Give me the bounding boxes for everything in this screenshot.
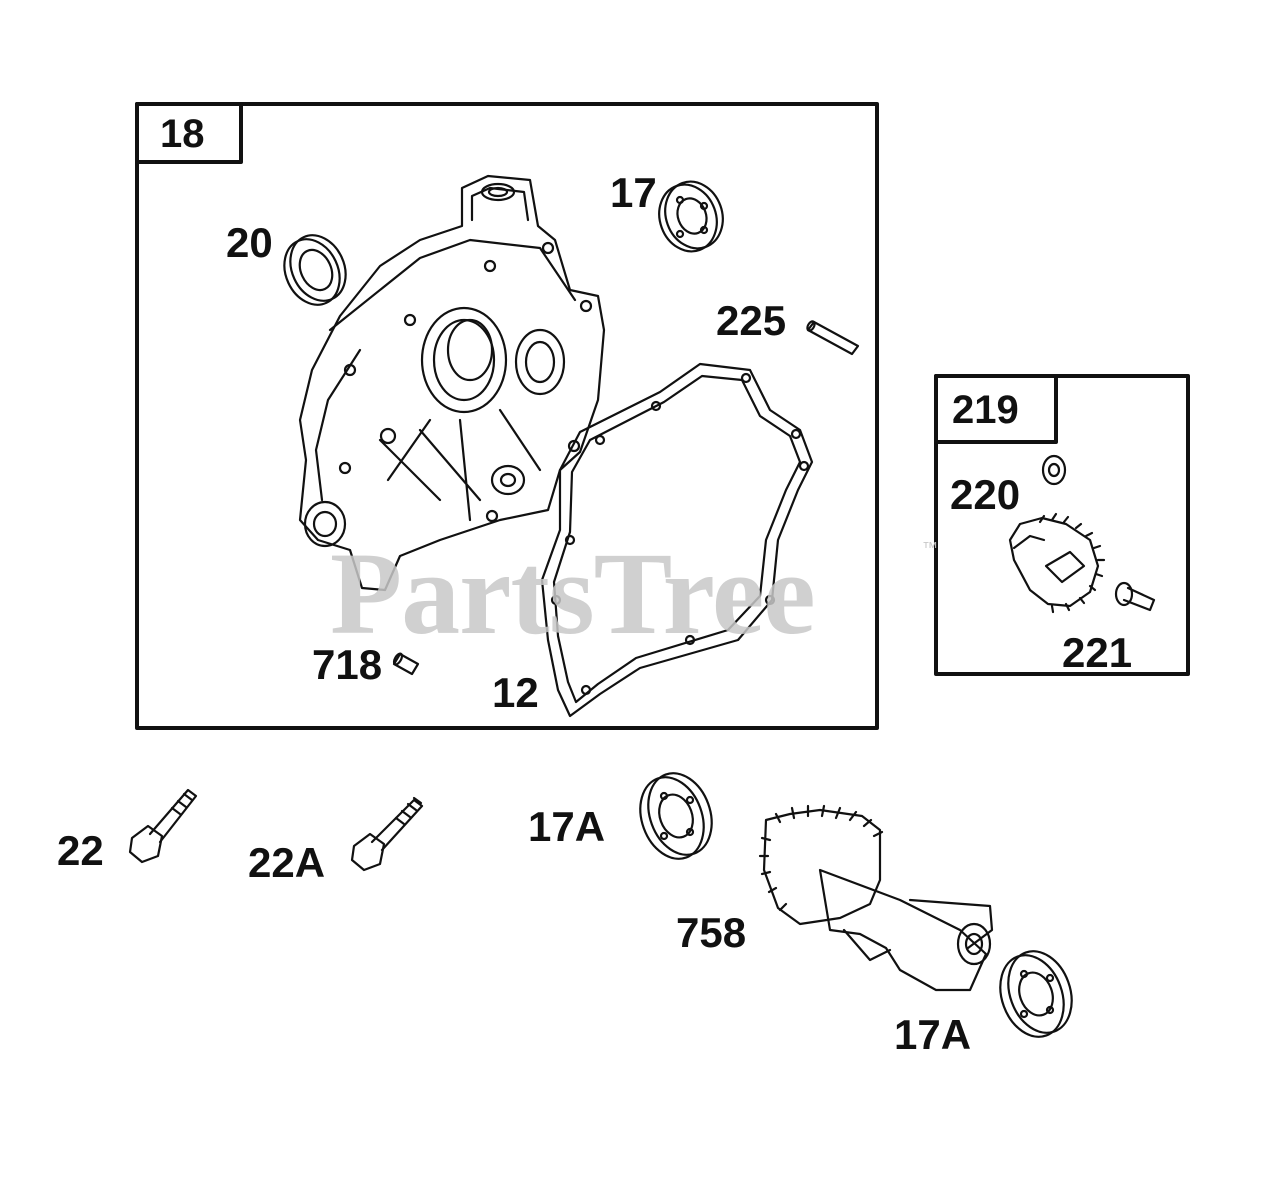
governor-gear-part xyxy=(1008,512,1106,614)
callout-12[interactable]: 12 xyxy=(492,669,539,716)
dowel-pin-718-part xyxy=(392,652,420,676)
assembly-box-18-tag xyxy=(135,102,243,164)
callout-758[interactable]: 758 xyxy=(676,909,747,956)
callout-22a[interactable]: 22A xyxy=(248,839,326,886)
callout-17a-top[interactable]: 17A xyxy=(528,803,606,850)
watermark-logo: PartsTree xyxy=(330,528,816,659)
callout-225[interactable]: 225 xyxy=(716,297,787,344)
callout-17a-bottom[interactable]: 17A xyxy=(894,1011,972,1058)
oil-seal-part xyxy=(283,234,347,306)
trademark-symbol: ™ xyxy=(922,540,938,557)
dowel-pin-225-part xyxy=(806,320,860,356)
screw-221-part xyxy=(1114,581,1156,612)
callout-17[interactable]: 17 xyxy=(610,169,657,216)
callout-220[interactable]: 220 xyxy=(950,471,1021,518)
box-tag-219: 219 xyxy=(952,388,1019,432)
bearing-17a-top-part xyxy=(639,772,713,860)
bearing-17a-bottom-part xyxy=(999,950,1073,1038)
bolt-22-part xyxy=(128,788,198,864)
washer-220-part xyxy=(1041,454,1067,486)
gasket-part xyxy=(540,362,814,718)
crankcase-cover-part xyxy=(298,174,606,592)
callout-20[interactable]: 20 xyxy=(226,219,273,266)
bearing-17-part xyxy=(658,180,724,253)
assembly-box-18 xyxy=(135,102,879,730)
assembly-box-219-tag xyxy=(934,374,1058,444)
balance-shaft-part xyxy=(758,804,994,992)
bolt-22a-part xyxy=(350,796,424,872)
callout-221[interactable]: 221 xyxy=(1062,629,1133,676)
box-tag-18: 18 xyxy=(160,112,205,156)
callout-718[interactable]: 718 xyxy=(312,641,383,688)
callout-22[interactable]: 22 xyxy=(57,827,104,874)
assembly-box-219 xyxy=(934,374,1190,676)
